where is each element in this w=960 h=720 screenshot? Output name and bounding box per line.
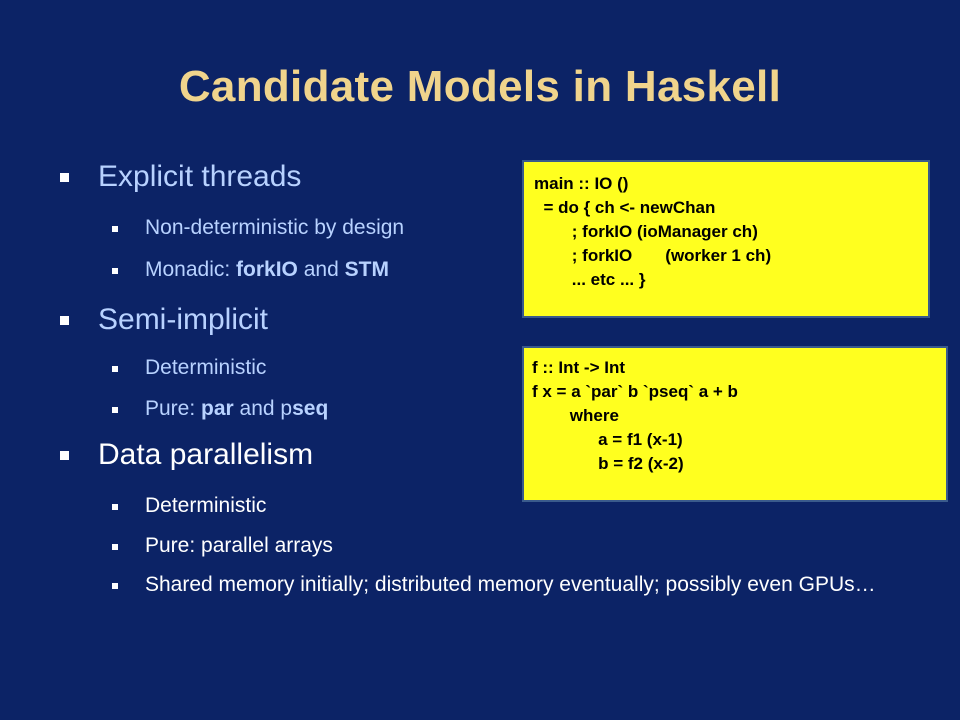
bullet-heading: Explicit threads bbox=[98, 160, 302, 193]
keyword-seq: seq bbox=[292, 397, 329, 420]
bullet-text: and bbox=[297, 258, 345, 281]
code-block-semi-implicit: f :: Int -> Int f x = a `par` b `pseq` a… bbox=[522, 346, 948, 502]
keyword-stm: STM bbox=[344, 258, 389, 281]
keyword-forkio: forkIO bbox=[236, 258, 298, 281]
square-bullet-icon bbox=[112, 504, 118, 510]
bullet-text: Monadic: bbox=[145, 258, 237, 281]
square-bullet-icon bbox=[60, 451, 69, 460]
bullet-text: Pure: parallel arrays bbox=[145, 534, 333, 557]
square-bullet-icon bbox=[60, 173, 69, 182]
bullet-text: Deterministic bbox=[145, 356, 267, 379]
keyword-par: par bbox=[201, 397, 234, 420]
bullet-text: Shared memory initially; distributed mem… bbox=[145, 573, 876, 596]
square-bullet-icon bbox=[112, 366, 118, 372]
slide-title: Candidate Models in Haskell bbox=[178, 62, 782, 111]
bullet-text: Non-deterministic by design bbox=[145, 216, 405, 239]
square-bullet-icon bbox=[112, 226, 118, 232]
square-bullet-icon bbox=[112, 407, 118, 413]
bullet-text: Pure: bbox=[145, 397, 202, 420]
bullet-heading: Semi-implicit bbox=[98, 303, 269, 336]
square-bullet-icon bbox=[112, 583, 118, 589]
bullet-text: Deterministic bbox=[145, 494, 267, 517]
bullet-text: and p bbox=[233, 397, 293, 420]
square-bullet-icon bbox=[112, 544, 118, 550]
code-block-explicit-threads: main :: IO () = do { ch <- newChan ; for… bbox=[522, 160, 930, 318]
square-bullet-icon bbox=[60, 316, 69, 325]
code-text: f :: Int -> Int f x = a `par` b `pseq` a… bbox=[532, 358, 738, 473]
code-text: main :: IO () = do { ch <- newChan ; for… bbox=[534, 174, 772, 289]
bullet-heading: Data parallelism bbox=[98, 438, 314, 471]
square-bullet-icon bbox=[112, 268, 118, 274]
